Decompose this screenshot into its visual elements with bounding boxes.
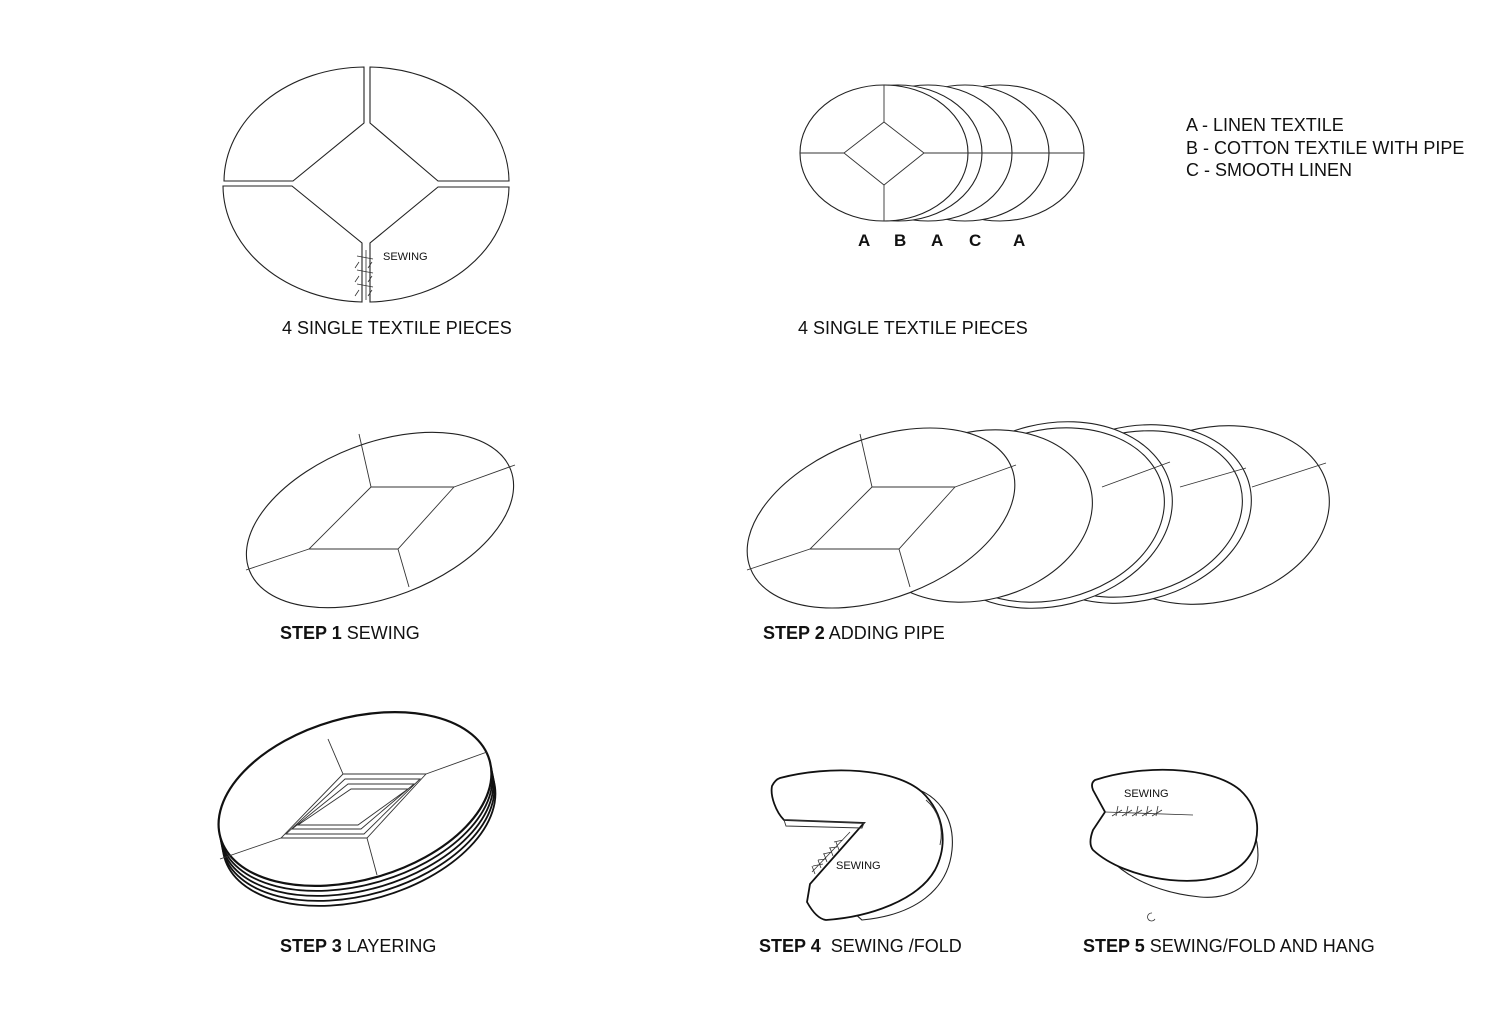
sewing-label-step5: SEWING <box>1124 788 1169 800</box>
step2-figure <box>746 421 1330 609</box>
legend-item-c: C - SMOOTH LINEN <box>1186 160 1353 180</box>
step3-text: LAYERING <box>346 936 437 956</box>
legend-item-a: A - LINEN TEXTILE <box>1186 115 1344 135</box>
layer-letter-2: B <box>894 231 907 250</box>
four-pieces-layered-figure <box>799 84 1085 222</box>
caption-pieces-b: 4 SINGLE TEXTILE PIECES <box>798 318 1028 338</box>
sewing-label-fig1: SEWING <box>383 251 428 263</box>
layer-letter-4: C <box>969 231 982 250</box>
layer-letter-3: A <box>931 231 944 250</box>
caption-pieces-a: 4 SINGLE TEXTILE PIECES <box>282 318 512 338</box>
step5-figure <box>1089 768 1259 922</box>
step2-number: STEP 2 <box>763 623 825 643</box>
step5-text: SEWING/FOLD AND HANG <box>1149 936 1375 956</box>
material-legend: A - LINEN TEXTILE B - COTTON TEXTILE WIT… <box>1186 114 1464 182</box>
caption-step1: STEP 1 SEWING <box>280 623 420 644</box>
sewing-label-step4: SEWING <box>836 860 881 872</box>
step4-number: STEP 4 <box>759 936 821 956</box>
four-pieces-separated-figure <box>222 66 510 303</box>
step3-number: STEP 3 <box>280 936 342 956</box>
step5-number: STEP 5 <box>1083 936 1145 956</box>
step1-number: STEP 1 <box>280 623 342 643</box>
step4-figure <box>770 769 953 921</box>
step4-text: SEWING /FOLD <box>825 936 962 956</box>
sewing-stitches <box>354 250 374 300</box>
caption-step3: STEP 3 LAYERING <box>280 936 436 957</box>
caption-step4: STEP 4 SEWING /FOLD <box>759 936 962 957</box>
step1-text: SEWING <box>346 623 420 643</box>
layer-letter-1: A <box>858 231 871 250</box>
step2-text: ADDING PIPE <box>828 623 945 643</box>
legend-item-b: B - COTTON TEXTILE WITH PIPE <box>1186 137 1465 158</box>
caption-step2: STEP 2 ADDING PIPE <box>763 623 945 644</box>
step1-figure <box>245 431 516 609</box>
caption-step5: STEP 5 SEWING/FOLD AND HANG <box>1083 936 1375 957</box>
layer-letter-5: A <box>1013 231 1026 250</box>
step3-figure <box>217 710 497 907</box>
sewing-stitches <box>811 831 851 875</box>
